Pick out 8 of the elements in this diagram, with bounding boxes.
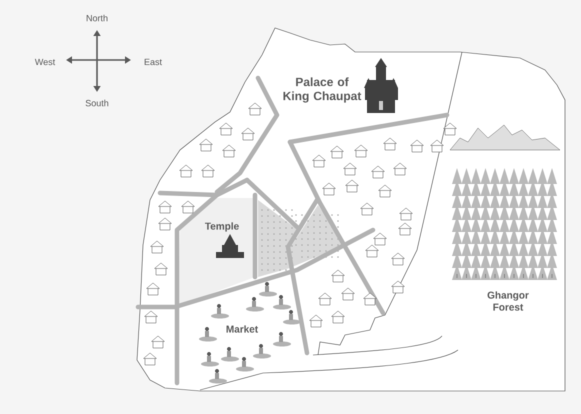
map-label: South	[86, 100, 108, 106]
map-label: East	[144, 58, 162, 66]
map-label: Ghangor Forest	[488, 291, 529, 311]
map-label: Market	[226, 325, 258, 333]
map-label: North	[86, 14, 108, 22]
map-label: Temple	[204, 222, 239, 232]
map-label: West	[34, 58, 56, 66]
map-label: Palace of King Chaupat	[283, 77, 362, 103]
